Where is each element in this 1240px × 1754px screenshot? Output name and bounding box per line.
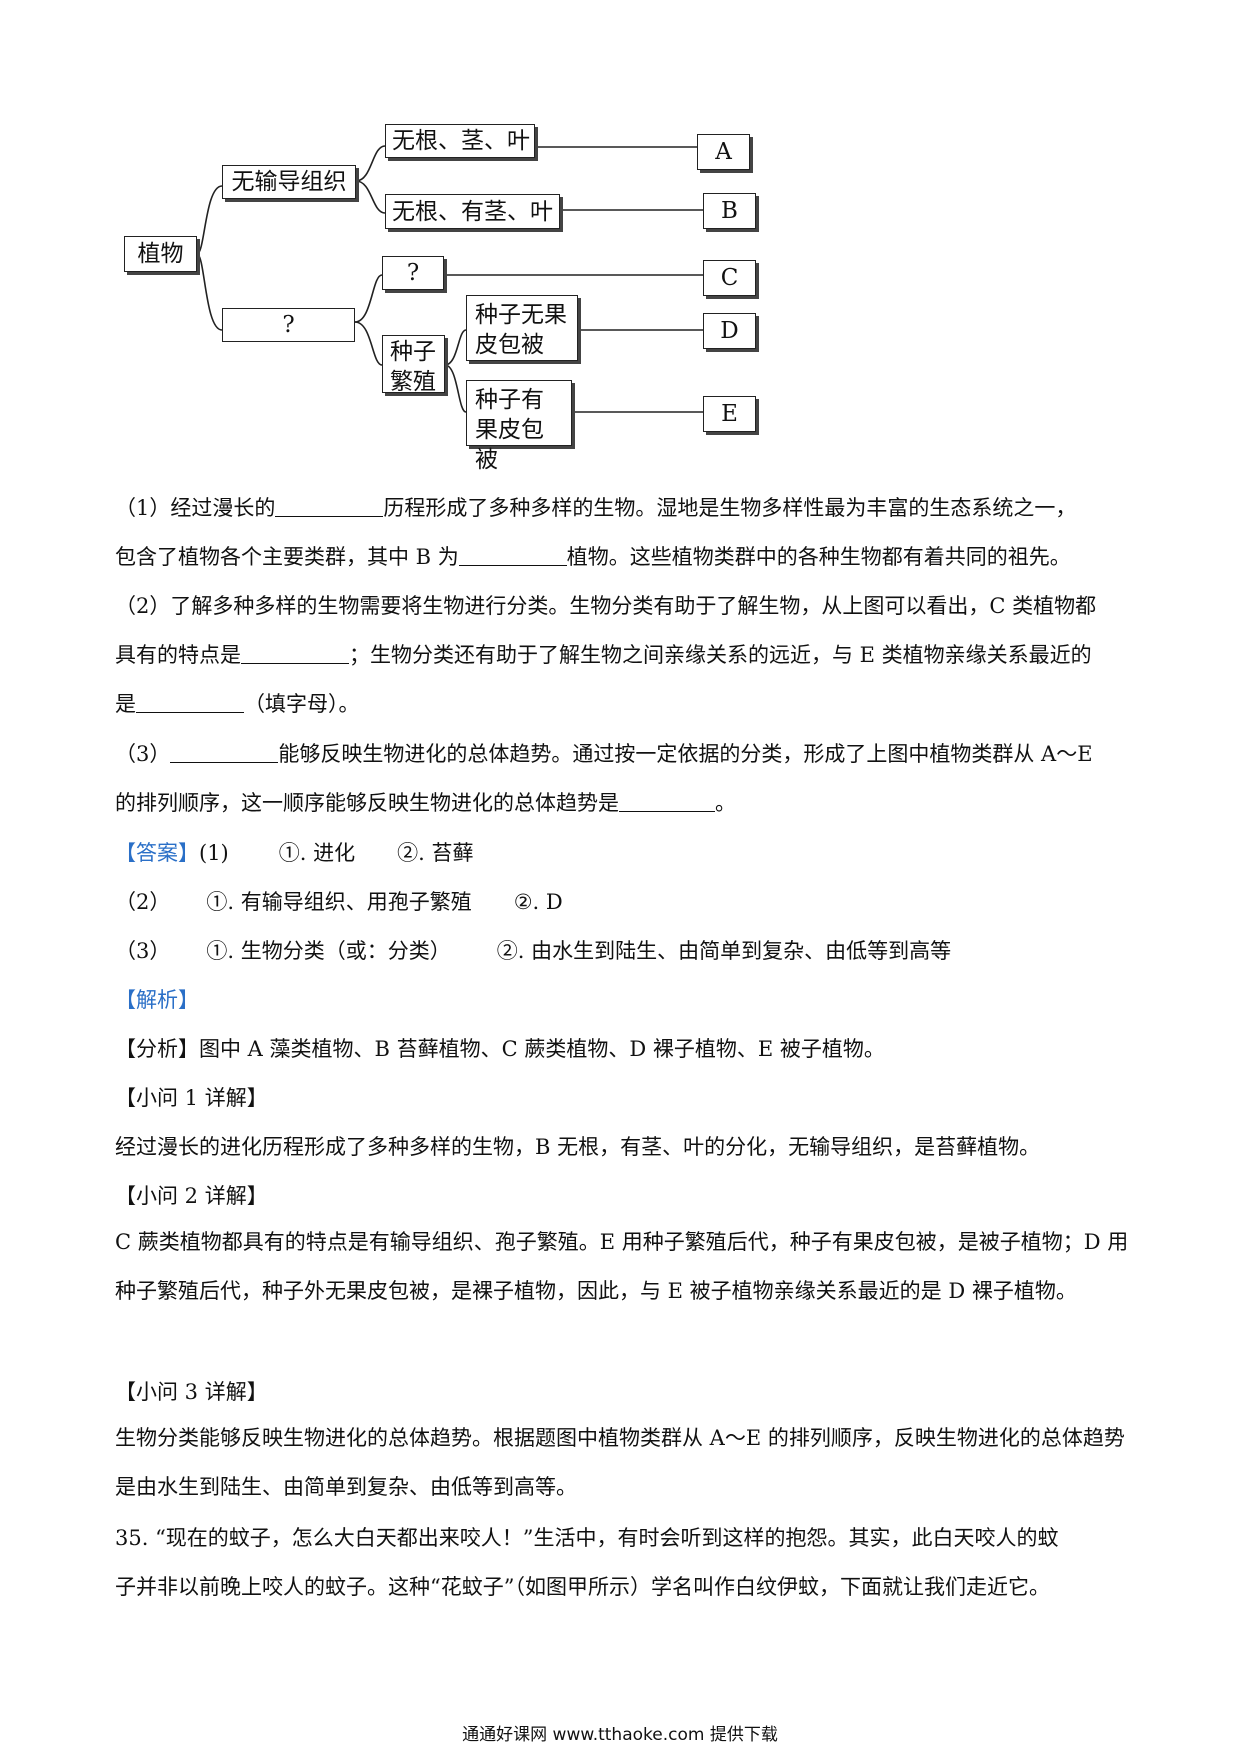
answer-2-b: ②. D [513,890,563,914]
node-unknown-branch: ? [222,308,355,342]
plant-classification-diagram: 植物 无输导组织 ? 无根、茎、叶 无根、有茎、叶 ? 种子繁殖 种子无果皮包被… [0,0,1240,473]
blank-4 [136,691,244,713]
question-2-line-1: （2）了解多种多样的生物需要将生物进行分类。生物分类有助于了解生物，从上图可以看… [115,590,1096,620]
answer-tag: 【答案】 [115,841,199,865]
sub-question-3-heading: 【小问 3 详解】 [115,1380,268,1404]
answer-1-a: ①. 进化 [278,841,356,865]
node-no-root-has-stem-leaf: 无根、有茎、叶 [385,194,560,229]
footer-watermark: 通通好课网 www.tthaoke.com 提供下载 [462,1725,778,1745]
node-seed-reproduction: 种子繁殖 [382,335,445,395]
q2-text-b: 具有的特点是 [115,643,241,667]
diagram-connectors [196,145,703,413]
blank-5 [170,741,279,763]
answer-line-3: （3） ①. 生物分类（或：分类） ②. 由水生到陆生、由简单到复杂、由低等到高等 [115,935,951,965]
analysis-tag: 【解析】 [115,988,199,1012]
question-3-line-1: （3） 能够反映生物进化的总体趋势。通过按一定依据的分类，形成了上图中植物类群从 … [115,738,1093,768]
answer-3-a: ①. 生物分类（或：分类） [206,939,451,963]
node-no-root-stem-leaf: 无根、茎、叶 [385,124,535,158]
answer-1-num: (1) [199,841,229,865]
node-seed-no-pericarp: 种子无果皮包被 [466,295,578,361]
node-seed-with-pericarp: 种子有果皮包被 [466,380,572,473]
answer-2-a: ①. 有输导组织、用孢子繁殖 [206,890,472,914]
q2-text-a: （2）了解多种多样的生物需要将生物进行分类。生物分类有助于了解生物，从上图可以看… [115,594,1097,618]
q2-text-e: （填字母）。 [244,692,360,716]
q3-text-a: （3） [115,742,171,766]
answer-1-b: ②. 苔藓 [397,841,474,865]
answer-3-b: ②. 由水生到陆生、由简单到复杂、由低等到高等 [496,939,952,963]
q3-text-d: 。 [715,791,736,815]
sub-question-1-heading: 【小问 1 详解】 [115,1086,268,1110]
q1-text-d: 植物。这些植物类群中的各种生物都有着共同的祖先。 [566,545,1071,569]
sub-question-2-text: C 蕨类植物都具有的特点是有输导组织、孢子繁殖。E 用种子繁殖后代，种子有果皮包… [115,1230,1129,1303]
answer-2-num: （2） [115,890,171,914]
node-no-vascular: 无输导组织 [222,165,356,199]
label-C: C [703,260,756,296]
answer-line-1: 【答案】(1) ①. 进化 ②. 苔藓 [115,837,473,867]
sub-question-3-text: 生物分类能够反映生物进化的总体趋势。根据题图中植物类群从 A～E 的排列顺序，反… [115,1426,1125,1499]
blank-3 [241,642,349,664]
question-2-line-2: 具有的特点是 ；生物分类还有助于了解生物之间亲缘关系的远近，与 E 类植物亲缘关系… [115,639,1092,669]
label-E: E [703,396,756,432]
label-A: A [697,134,750,170]
q3-text-c: 的排列顺序，这一顺序能够反映生物进化的总体趋势是 [115,791,619,815]
blank-2 [458,544,567,566]
blank-1 [275,495,384,517]
sub-question-2-heading: 【小问 2 详解】 [115,1184,268,1208]
q2-text-c: ；生物分类还有助于了解生物之间亲缘关系的远近，与 E 类植物亲缘关系最近的 [349,643,1092,667]
answer-line-2: （2） ①. 有输导组织、用孢子繁殖 ②. D [115,886,563,916]
label-D: D [703,313,756,349]
question-1-line-1: （1）经过漫长的 历程形成了多种多样的生物。湿地是生物多样性最为丰富的生态系统之一… [115,492,1076,522]
label-B: B [703,193,756,229]
question-3-line-2: 的排列顺序，这一顺序能够反映生物进化的总体趋势是 。 [115,787,736,817]
node-unknown-question: ? [382,256,444,290]
question-1-line-2: 包含了植物各个主要类群，其中 B 为 植物。这些植物类群中的各种生物都有着共同的祖… [115,541,1071,571]
q1-text-c: 包含了植物各个主要类群，其中 B 为 [115,545,459,569]
question-2-line-3: 是 （填字母）。 [115,688,360,718]
answer-3-num: （3） [115,939,171,963]
analysis-summary: 【分析】图中 A 藻类植物、B 苔藓植物、C 蕨类植物、D 裸子植物、E 被子植… [115,1037,885,1061]
q1-text-b: 历程形成了多种多样的生物。湿地是生物多样性最为丰富的生态系统之一， [383,496,1077,520]
q3-text-b: 能够反映生物进化的总体趋势。通过按一定依据的分类，形成了上图中植物类群从 A～E [278,742,1093,766]
blank-6 [619,790,715,812]
node-root: 植物 [124,236,197,272]
sub-question-1-text: 经过漫长的进化历程形成了多种多样的生物，B 无根，有茎、叶的分化，无输导组织，是… [115,1135,1041,1159]
question-35-line-2: 子并非以前晚上咬人的蚊子。这种“花蚊子”（如图甲所示）学名叫作白纹伊蚊，下面就让… [115,1575,1050,1599]
q1-text-a: （1）经过漫长的 [115,496,276,520]
q2-text-d: 是 [115,692,136,716]
question-35-line-1: 35. “现在的蚊子，怎么大白天都出来咬人！”生活中，有时会听到这样的抱怨。其实… [115,1526,1059,1550]
